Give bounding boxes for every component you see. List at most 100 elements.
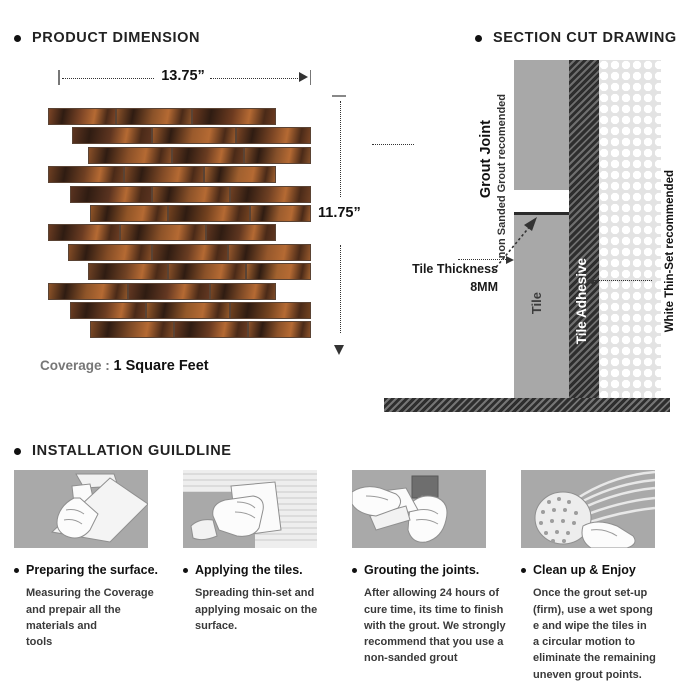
bullet-icon <box>352 568 357 573</box>
bullet-icon <box>183 568 188 573</box>
tile-brick <box>244 146 311 164</box>
dimension-cap-top <box>332 95 346 97</box>
tile-row <box>48 302 311 319</box>
tile-brick <box>48 108 116 125</box>
tile-row <box>48 243 311 261</box>
dimension-dash-right <box>210 77 300 79</box>
step-title: Applying the tiles. <box>195 563 303 577</box>
tile-brick <box>48 166 124 184</box>
section-header-installation: INSTALLATION GUILDLINE <box>14 443 232 459</box>
step-title-row: Applying the tiles. <box>183 562 338 578</box>
dimension-dash-upper <box>339 101 341 197</box>
section-title-product-dimension: PRODUCT DIMENSION <box>32 30 201 46</box>
tile-brick <box>204 166 276 184</box>
tile-brick <box>236 127 311 145</box>
tile-brick <box>152 243 228 261</box>
tile-row <box>48 224 311 242</box>
coverage-label: Coverage : <box>40 358 110 373</box>
tile-adhesive-layer <box>569 60 599 398</box>
installation-step: Preparing the surface. Measuring the Cov… <box>14 470 183 683</box>
tile-layer-upper <box>514 60 569 190</box>
tile-layer-lower <box>514 212 569 401</box>
step-title-row: Clean up & Enjoy <box>521 562 676 578</box>
section-title-section-cut: SECTION CUT DRAWING <box>493 30 677 46</box>
section-cut-diagram: Grout Joint non Sanded Grout recomended … <box>360 60 700 412</box>
tile-brick <box>88 146 172 164</box>
coverage-value: 1 Square Feet <box>113 358 209 374</box>
tile-brick <box>192 108 276 125</box>
tile-row <box>48 108 311 125</box>
bullet-icon <box>14 568 19 573</box>
tile-row <box>48 166 311 184</box>
tile-brick <box>70 185 152 203</box>
tile-brick <box>72 127 152 145</box>
hand-float-apply-icon <box>183 470 317 548</box>
tile-brick <box>146 302 230 319</box>
bullet-icon <box>14 34 21 42</box>
height-dimension-line <box>330 95 352 355</box>
dimension-arrow-down-icon <box>334 345 344 355</box>
label-tile: Tile <box>529 292 544 315</box>
grout-joint-gap <box>514 190 569 212</box>
step-body: After allowing 24 hours of cure time, it… <box>364 587 506 665</box>
section-title-installation: INSTALLATION GUILDLINE <box>32 443 232 459</box>
tile-brick <box>246 263 311 281</box>
thinset-layer <box>599 60 661 398</box>
step-illustration <box>352 470 486 548</box>
tile-brick <box>168 205 250 222</box>
tile-brick <box>210 282 276 300</box>
tile-row <box>48 127 311 145</box>
label-white-thinset: White Thin-Set recommended <box>664 170 676 333</box>
sponge-clean-icon <box>521 470 655 548</box>
substrate-base-layer <box>384 398 670 412</box>
step-body: Once the grout set-up (firm), use a wet … <box>533 587 656 681</box>
coverage-line: Coverage : 1 Square Feet <box>40 358 209 374</box>
bullet-icon <box>521 568 526 573</box>
tile-brick <box>68 243 152 261</box>
step-title: Clean up & Enjoy <box>533 563 636 577</box>
tile-row <box>48 282 311 300</box>
step-title: Preparing the surface. <box>26 563 158 577</box>
hand-trowel-prepare-icon <box>14 470 148 548</box>
dimension-dash-left <box>62 77 154 79</box>
hands-grouting-icon <box>352 470 486 548</box>
step-title: Grouting the joints. <box>364 563 480 577</box>
dimension-cap-left <box>58 70 60 85</box>
step-title-row: Grouting the joints. <box>352 562 507 578</box>
dimension-arrow-right-icon <box>299 72 308 82</box>
step-title-row: Preparing the surface. <box>14 562 169 578</box>
tile-brick <box>230 302 311 319</box>
width-dimension-line: 13.75” <box>58 68 311 88</box>
tile-brick <box>124 166 204 184</box>
step-illustration <box>14 470 148 548</box>
tile-row <box>48 321 311 339</box>
dimension-cap-right <box>309 70 311 85</box>
tile-brick <box>70 302 146 319</box>
tile-brick <box>48 224 120 242</box>
leader-dashes-left <box>372 144 414 145</box>
leader-arrow-thinset <box>586 276 652 285</box>
tile-row <box>48 185 311 203</box>
tile-brick <box>90 205 168 222</box>
tile-brick <box>116 108 192 125</box>
installation-step: Applying the tiles. Spreading thin-set a… <box>183 470 352 683</box>
installation-step: Grouting the joints. After allowing 24 h… <box>352 470 521 683</box>
tile-brick <box>172 146 244 164</box>
tile-brick <box>152 127 236 145</box>
installation-step: Clean up & Enjoy Once the grout set-up (… <box>521 470 690 683</box>
tile-mosaic-image <box>48 108 311 341</box>
bullet-icon <box>475 34 482 42</box>
tile-brick <box>128 282 210 300</box>
label-tile-adhesive: Tile Adhesive <box>574 258 589 345</box>
dimension-dash-lower <box>339 245 341 333</box>
tile-brick <box>152 185 230 203</box>
section-header-product-dimension: PRODUCT DIMENSION <box>14 30 200 46</box>
label-tile-thickness: Tile Thickness 8MM <box>412 262 498 295</box>
tile-brick <box>168 263 246 281</box>
tile-brick <box>90 321 174 339</box>
tile-brick <box>48 282 128 300</box>
installation-steps: Preparing the surface. Measuring the Cov… <box>14 470 690 683</box>
height-dimension-label: 11.75” <box>318 205 361 221</box>
tile-brick <box>250 205 311 222</box>
